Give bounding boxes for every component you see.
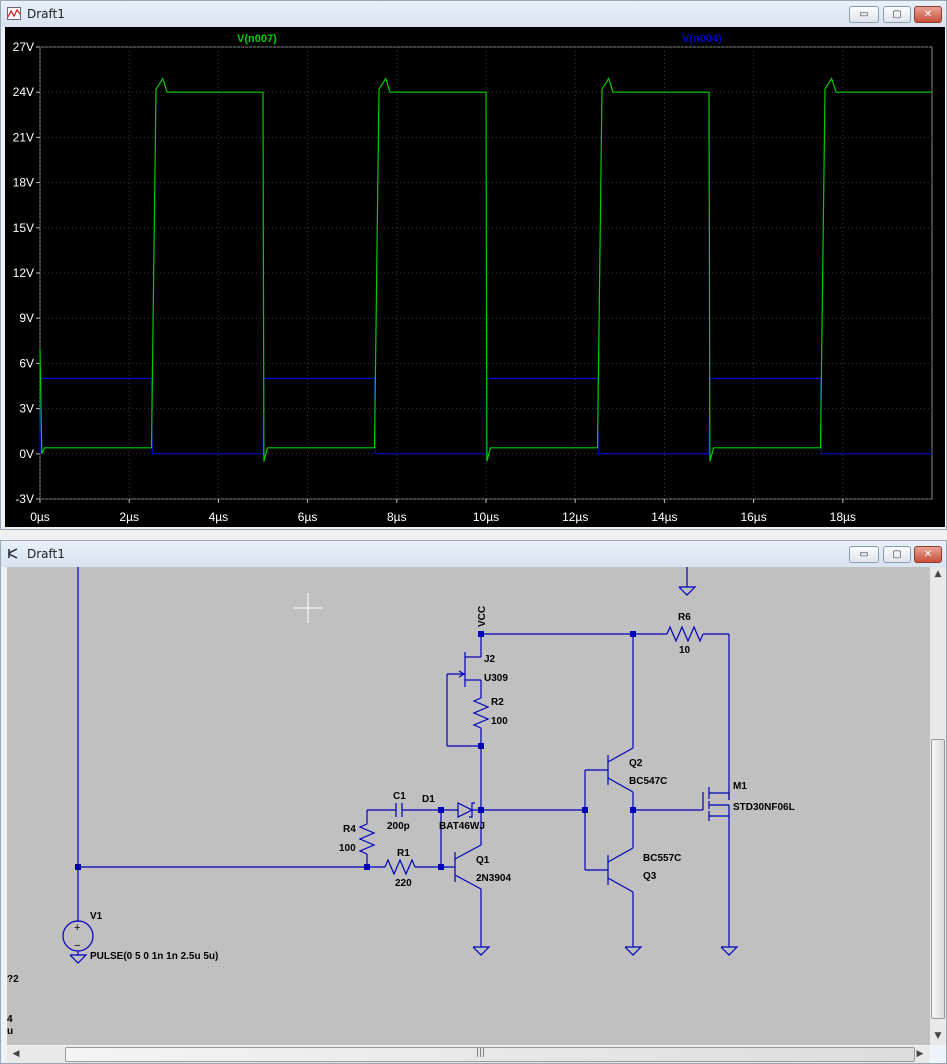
q1-value[interactable]: 2N3904 [476, 873, 511, 884]
q2-value[interactable]: BC547C [629, 776, 667, 787]
v1-ref[interactable]: V1 [90, 911, 103, 922]
c1-value[interactable]: 200p [387, 821, 410, 832]
v1-plus-sign: + [74, 922, 80, 934]
r6-ref[interactable]: R6 [678, 612, 691, 623]
r1-value[interactable]: 220 [395, 878, 412, 889]
q3-ref[interactable]: Q3 [643, 871, 657, 882]
x-tick-label: 6µs [298, 510, 318, 524]
v1-minus-sign: − [74, 940, 80, 952]
x-tick-label: 4µs [209, 510, 229, 524]
clipped-label-3: u [7, 1026, 14, 1037]
v1-value[interactable]: PULSE(0 5 0 1n 1n 2.5u 5u) [90, 951, 218, 962]
x-tick-label: 14µs [651, 510, 677, 524]
y-tick-label: 0V [19, 447, 34, 461]
waveform-app-icon [7, 7, 21, 20]
y-tick-label: 27V [13, 40, 34, 54]
maximize-button[interactable]: ▢ [883, 6, 911, 23]
m1-ref[interactable]: M1 [733, 781, 747, 792]
j2-ref[interactable]: J2 [484, 654, 496, 665]
d1-value[interactable]: BAT46WJ [439, 821, 485, 832]
j2-value[interactable]: U309 [484, 673, 508, 684]
horizontal-scroll-thumb[interactable]: ||| [65, 1047, 915, 1062]
clipped-label-2: 4 [7, 1014, 13, 1025]
r2-value[interactable]: 100 [491, 716, 508, 727]
x-tick-label: 16µs [740, 510, 766, 524]
plot-titlebar[interactable]: Draft1 ▭ ▢ ✕ [1, 1, 946, 27]
schematic-window: Draft1 ▭ ▢ ✕ [0, 540, 947, 1064]
q1-ref[interactable]: Q1 [476, 855, 490, 866]
scroll-down-arrow[interactable]: ▼ [934, 1031, 942, 1041]
y-tick-label: 3V [19, 402, 34, 416]
legend-series-2[interactable]: V(n004) [682, 33, 722, 45]
y-tick-label: 9V [19, 311, 34, 325]
r4-value[interactable]: 100 [339, 843, 356, 854]
m1-value[interactable]: STD30NF06L [733, 802, 795, 813]
y-tick-label: 24V [13, 85, 34, 99]
x-tick-label: 0µs [30, 510, 50, 524]
r4-ref[interactable]: R4 [343, 824, 356, 835]
y-tick-label: 21V [13, 130, 34, 144]
y-tick-label: -3V [15, 492, 34, 506]
clipped-label-1: ?2 [7, 974, 19, 985]
q2-ref[interactable]: Q2 [629, 758, 643, 769]
schematic-titlebar[interactable]: Draft1 ▭ ▢ ✕ [1, 541, 946, 567]
maximize-button[interactable]: ▢ [883, 546, 911, 563]
x-tick-label: 2µs [119, 510, 139, 524]
schematic-window-title: Draft1 [27, 547, 65, 561]
plot-window: Draft1 ▭ ▢ ✕ 27V 24V 21V 18V 15V 12V 9V 6V 3V 0V -… [0, 0, 947, 530]
c1-ref[interactable]: C1 [393, 791, 406, 802]
x-tick-label: 18µs [830, 510, 856, 524]
r2-ref[interactable]: R2 [491, 697, 504, 708]
plot-tick-labels: 27V 24V 21V 18V 15V 12V 9V 6V 3V 0V -3V 0µs 2µs 4µs 6µ… [13, 40, 856, 524]
vertical-scrollbar[interactable]: ▲ ▼ [930, 567, 946, 1045]
plot-traces [39, 77, 932, 462]
legend-series-1[interactable]: V(n007) [237, 33, 277, 45]
waveform-plot[interactable]: 27V 24V 21V 18V 15V 12V 9V 6V 3V 0V -3V 0µs 2µs 4µs 6µ… [5, 27, 945, 527]
scroll-left-arrow[interactable]: ◀ [12, 1049, 20, 1059]
q3-value[interactable]: BC557C [643, 853, 681, 864]
scroll-right-arrow[interactable]: ▶ [916, 1049, 924, 1059]
y-tick-label: 12V [13, 266, 34, 280]
x-tick-label: 8µs [387, 510, 407, 524]
schematic-canvas[interactable]: + − VCC J2 U309 R2 100 R6 10 C1 200p D1 … [7, 567, 930, 1045]
d1-ref[interactable]: D1 [422, 794, 435, 805]
r6-value[interactable]: 10 [679, 645, 691, 656]
plot-window-title: Draft1 [27, 7, 65, 21]
series-line-v-n007[interactable] [39, 77, 932, 462]
close-button[interactable]: ✕ [914, 546, 942, 563]
net-label-vcc[interactable]: VCC [477, 606, 488, 627]
close-button[interactable]: ✕ [914, 6, 942, 23]
crosshair-cursor [293, 593, 323, 623]
y-tick-label: 15V [13, 221, 34, 235]
y-tick-label: 6V [19, 356, 34, 370]
scroll-grip: ||| [476, 1048, 486, 1058]
scroll-up-arrow[interactable]: ▲ [934, 569, 942, 579]
schematic-app-icon [8, 548, 18, 559]
minimize-button[interactable]: ▭ [849, 546, 879, 563]
r1-ref[interactable]: R1 [397, 848, 410, 859]
vertical-scroll-thumb[interactable] [931, 739, 945, 1019]
x-tick-label: 10µs [473, 510, 499, 524]
x-tick-label: 12µs [562, 510, 588, 524]
horizontal-scrollbar[interactable]: ◀ ||| ▶ [7, 1046, 930, 1063]
y-tick-label: 18V [13, 176, 34, 190]
minimize-button[interactable]: ▭ [849, 6, 879, 23]
